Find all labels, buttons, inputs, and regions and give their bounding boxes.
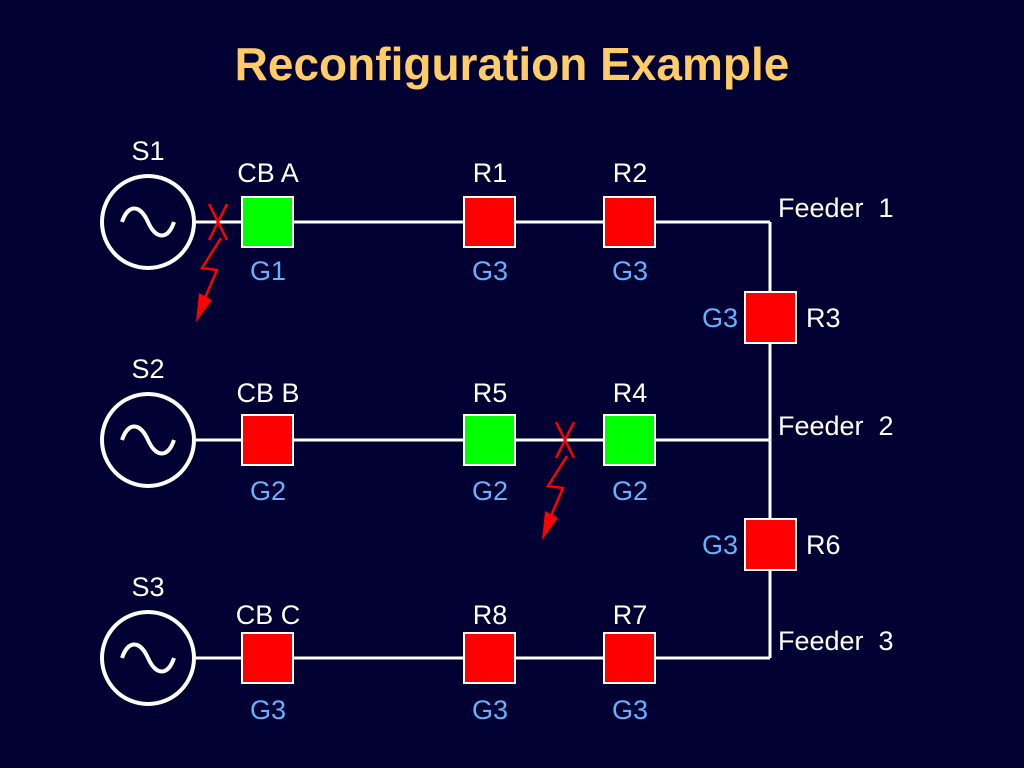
fault-cross-icon: [554, 421, 576, 459]
breaker-name: R6: [806, 530, 841, 560]
source-s1: S1: [100, 136, 196, 270]
recloser-r1[interactable]: R1 G3: [463, 158, 516, 286]
fault-cross-icon: [207, 203, 229, 241]
breaker-box[interactable]: [241, 632, 294, 684]
breaker-box[interactable]: [241, 414, 294, 466]
breaker-cb-b[interactable]: CB B G2: [236, 378, 299, 506]
feeder-label: Feeder 3: [778, 626, 894, 656]
breaker-name: CB A: [237, 158, 299, 188]
lightning-bolt-icon: [545, 455, 569, 519]
breaker-group: G3: [612, 695, 648, 725]
breaker-box[interactable]: [463, 414, 516, 466]
source-s2: S2: [100, 354, 196, 488]
breaker-group: G2: [472, 476, 508, 506]
breaker-name: R7: [613, 600, 648, 630]
lightning-fault-icon: [542, 421, 576, 540]
recloser-r7[interactable]: R7 G3: [603, 600, 656, 725]
source-label: S2: [131, 354, 164, 384]
breaker-group: G3: [612, 256, 648, 286]
feeder-label: Feeder 2: [778, 411, 894, 441]
source-label: S3: [131, 572, 164, 602]
breaker-name: CB C: [236, 600, 301, 630]
breaker-box[interactable]: [744, 291, 797, 344]
breaker-cb-c[interactable]: CB C G3: [236, 600, 301, 725]
breaker-cb-a[interactable]: CB A G1: [237, 158, 299, 286]
arrowhead-icon: [196, 293, 212, 322]
breaker-name: R8: [473, 600, 508, 630]
source-s3: S3: [100, 572, 196, 706]
breaker-group: G3: [472, 695, 508, 725]
breaker-group: G2: [612, 476, 648, 506]
breaker-group: G1: [250, 256, 286, 286]
breaker-box[interactable]: [603, 414, 656, 466]
breaker-box[interactable]: [603, 632, 656, 684]
recloser-r6[interactable]: G3 R6: [702, 518, 841, 571]
page-title: Reconfiguration Example: [235, 38, 790, 90]
recloser-r2[interactable]: R2 G3: [603, 158, 656, 286]
recloser-r5[interactable]: R5 G2: [463, 378, 516, 506]
breaker-box[interactable]: [463, 632, 516, 684]
breaker-box[interactable]: [463, 196, 516, 248]
breaker-name: R5: [473, 378, 508, 408]
lightning-fault-icon: [196, 203, 229, 322]
ac-source-icon: [100, 392, 196, 488]
breaker-group: G3: [702, 303, 738, 333]
breaker-name: R3: [806, 303, 841, 333]
recloser-r3[interactable]: G3 R3: [702, 291, 841, 344]
source-label: S1: [131, 136, 164, 166]
breaker-box[interactable]: [603, 196, 656, 248]
breaker-group: G3: [472, 256, 508, 286]
breaker-box[interactable]: [744, 518, 797, 571]
breaker-name: CB B: [236, 378, 299, 408]
breaker-name: R1: [473, 158, 508, 188]
lightning-bolt-icon: [199, 237, 223, 301]
ac-source-icon: [100, 174, 196, 270]
sine-wave-icon: [120, 206, 176, 238]
sine-wave-icon: [120, 642, 176, 674]
breaker-name: R4: [613, 378, 648, 408]
breaker-group: G3: [250, 695, 286, 725]
recloser-r4[interactable]: R4 G2: [603, 378, 656, 506]
ac-source-icon: [100, 610, 196, 706]
breaker-name: R2: [613, 158, 648, 188]
breaker-group: G3: [702, 530, 738, 560]
sine-wave-icon: [120, 424, 176, 456]
recloser-r8[interactable]: R8 G3: [463, 600, 516, 725]
breaker-box[interactable]: [241, 196, 294, 248]
breaker-group: G2: [250, 476, 286, 506]
arrowhead-icon: [542, 511, 558, 540]
feeder-label: Feeder 1: [778, 193, 894, 223]
